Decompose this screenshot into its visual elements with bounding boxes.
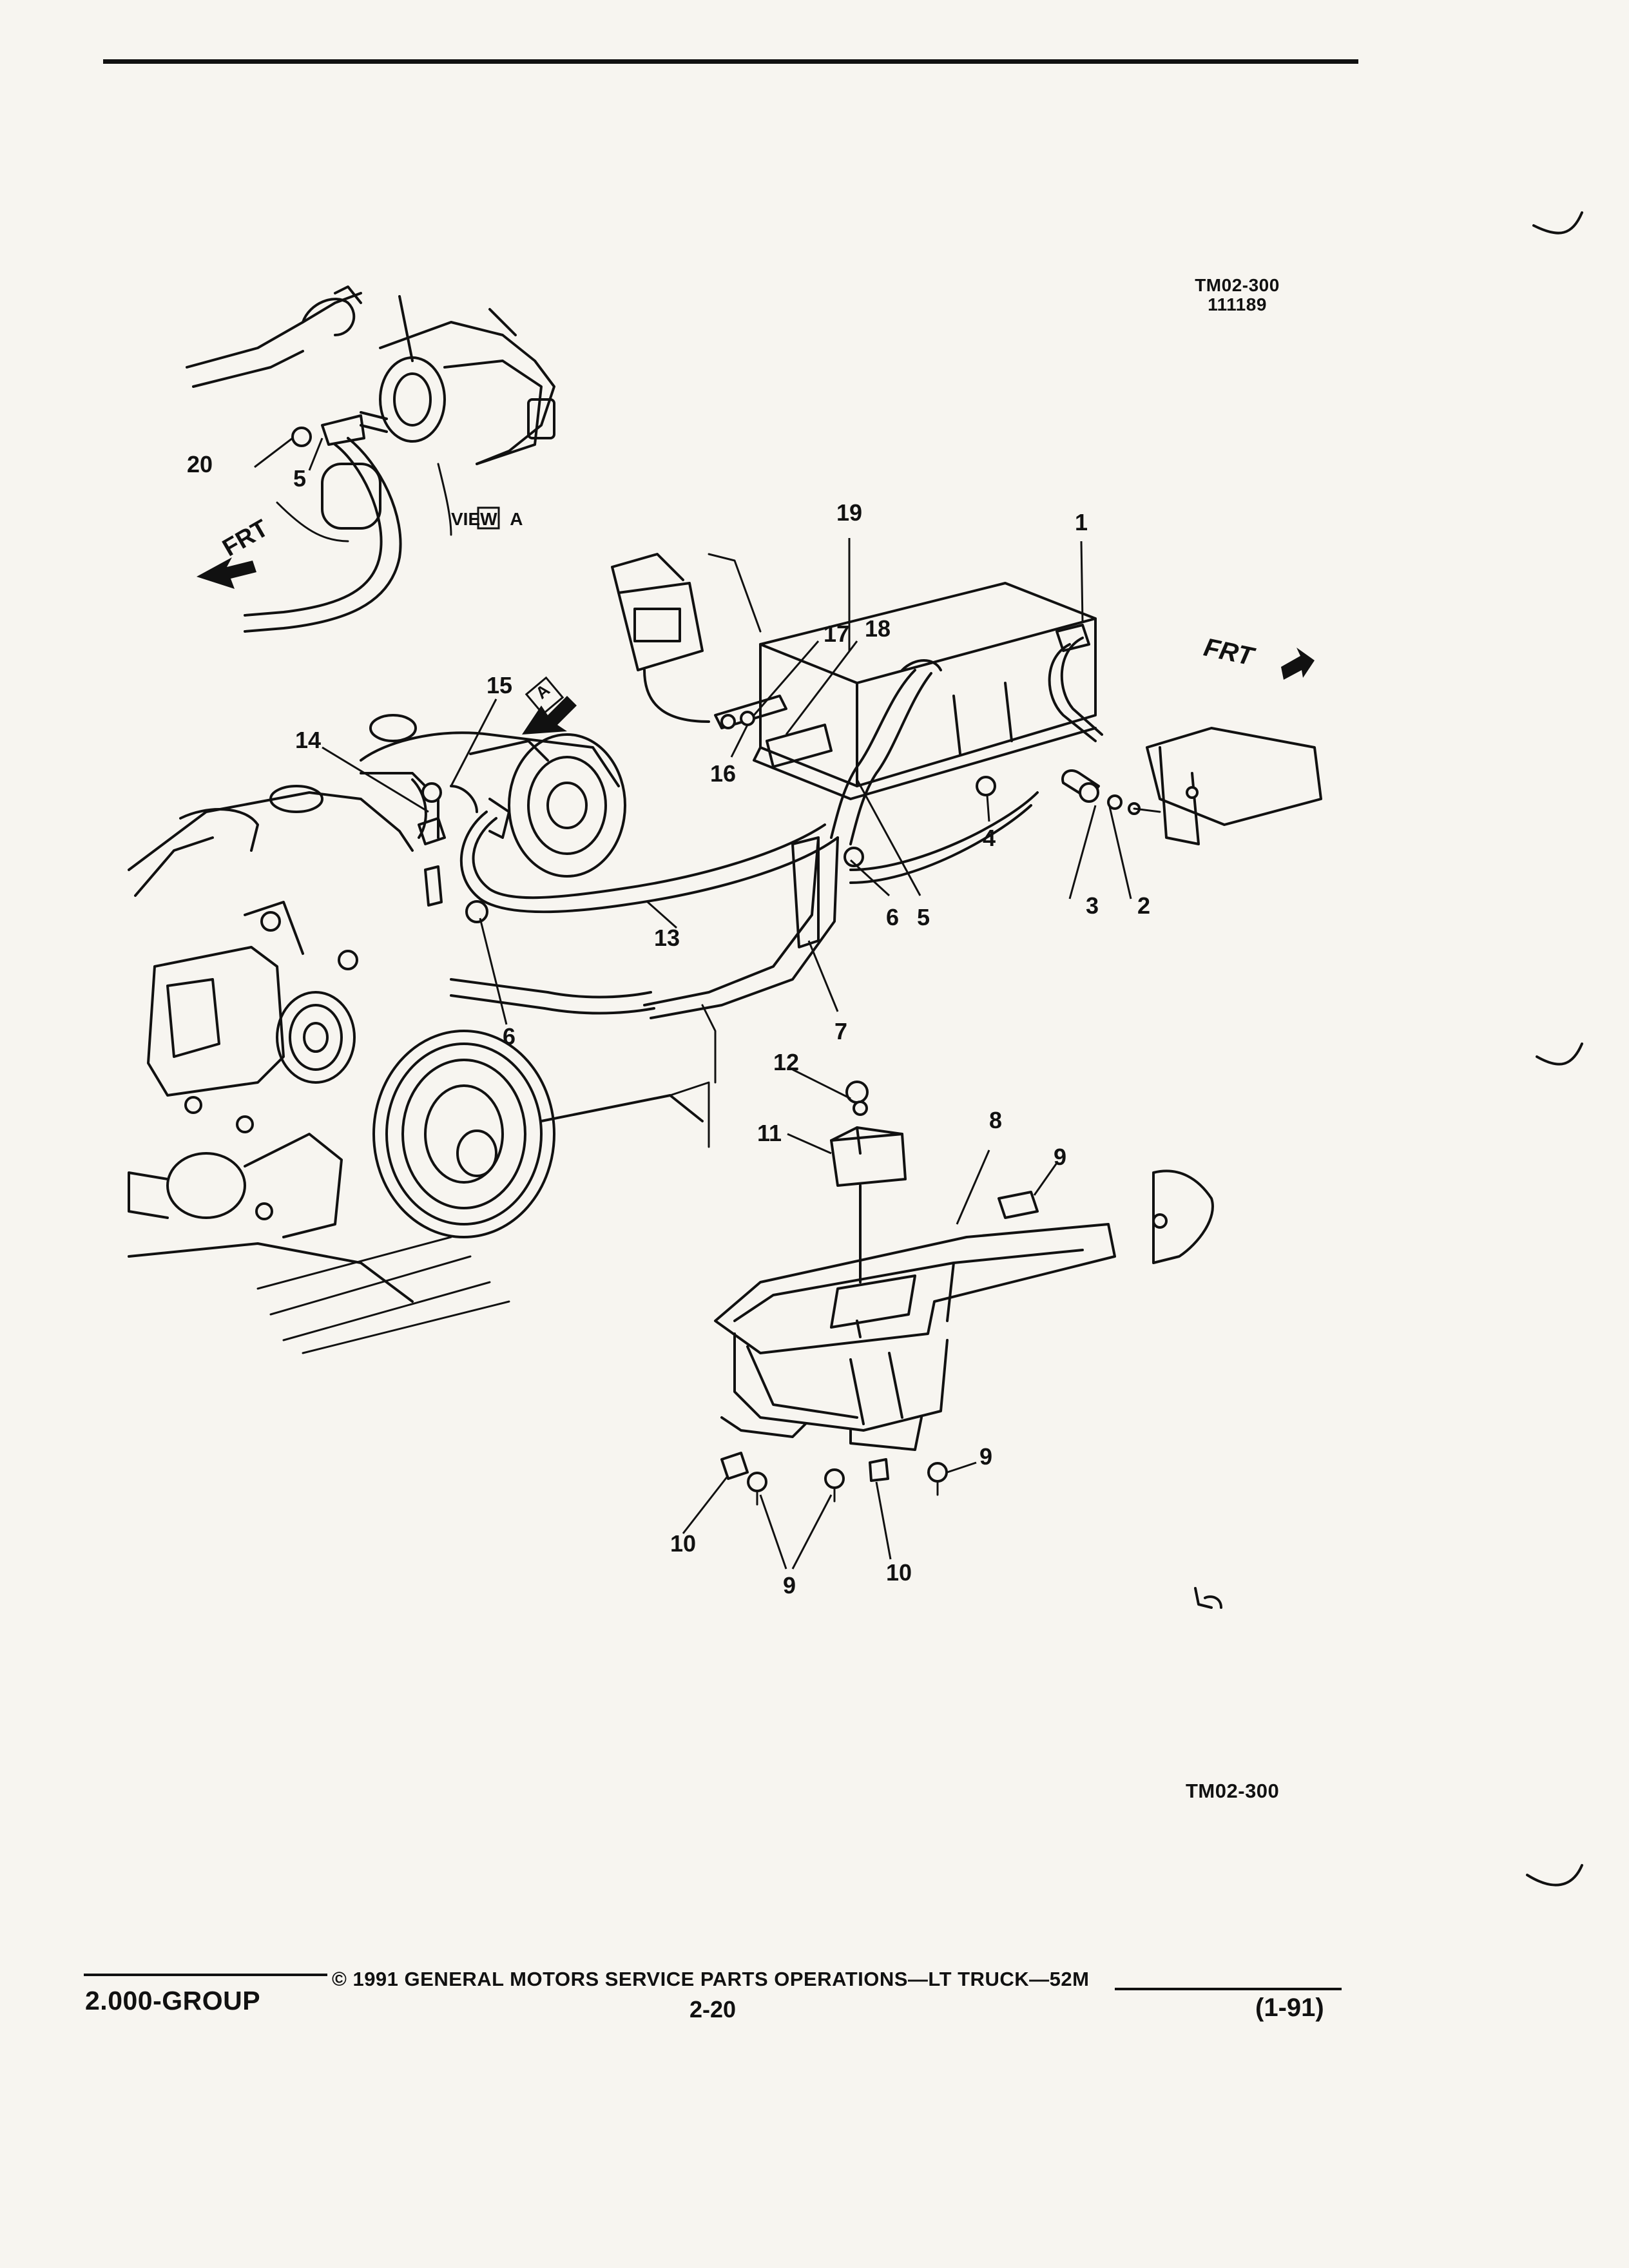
- view-a-marker: [522, 676, 577, 735]
- figure-code: TM02-300 111189: [1179, 276, 1295, 314]
- callout-9-right: 9: [979, 1443, 993, 1470]
- callout-20: 20: [187, 451, 213, 477]
- callout-5-inset: 5: [293, 465, 307, 492]
- figure-code-bottom: TM02-300: [1186, 1780, 1280, 1802]
- header-rule: [103, 59, 1358, 64]
- callout-9-bottom: 9: [783, 1572, 796, 1599]
- callout-8: 8: [989, 1107, 1003, 1133]
- callout-16: 16: [710, 760, 737, 787]
- callout-5-main: 5: [917, 904, 930, 930]
- callout-15: 15: [487, 672, 513, 698]
- callout-11: 11: [757, 1120, 782, 1146]
- view-a-label: VIEW A: [451, 509, 526, 530]
- footer-group: 2.000-GROUP: [85, 1986, 261, 2015]
- binder-hole-mark: [1526, 1864, 1583, 1887]
- callout-10-right: 10: [886, 1559, 912, 1586]
- view-label-text: VIEW: [451, 509, 497, 529]
- callout-19: 19: [836, 499, 863, 526]
- callout-2: 2: [1137, 892, 1151, 919]
- footer-copyright: © 1991 GENERAL MOTORS SERVICE PARTS OPER…: [332, 1968, 1090, 1990]
- footer-page-number: 2-20: [689, 1996, 737, 2023]
- binder-hole-mark: [1532, 211, 1583, 235]
- footer-rule-left: [84, 1974, 327, 1976]
- callout-14: 14: [295, 727, 322, 753]
- footer-date: (1-91): [1255, 1994, 1324, 2022]
- callout-7: 7: [834, 1018, 848, 1044]
- leader-lines: [322, 538, 1132, 1570]
- callout-13: 13: [654, 925, 680, 951]
- view-label-letter: A: [510, 509, 523, 529]
- frt-arrow-right-icon: [1281, 648, 1315, 680]
- callout-6-left: 6: [503, 1023, 516, 1050]
- footer-rule-right: [1115, 1988, 1342, 1990]
- figure-code-date: 111189: [1208, 294, 1267, 314]
- battery-and-cables: [450, 553, 1322, 1019]
- callout-3: 3: [1086, 892, 1099, 919]
- callout-18: 18: [865, 615, 891, 642]
- callout-6-right: 6: [886, 904, 900, 930]
- callout-9-top: 9: [1054, 1144, 1067, 1170]
- callout-4: 4: [983, 825, 996, 851]
- callout-17: 17: [824, 620, 850, 647]
- callout-1: 1: [1075, 509, 1088, 535]
- battery-tray: [714, 1081, 1214, 1506]
- signature-mark: [1194, 1587, 1222, 1609]
- engine-block: [128, 714, 717, 1354]
- figure-code-number: TM02-300: [1195, 275, 1280, 295]
- view-a-starter-inset: [186, 285, 555, 633]
- frt-arrow-left-icon: [197, 557, 256, 589]
- callout-10-left: 10: [670, 1530, 697, 1557]
- binder-hole-mark: [1536, 1043, 1583, 1066]
- callout-12: 12: [773, 1049, 800, 1075]
